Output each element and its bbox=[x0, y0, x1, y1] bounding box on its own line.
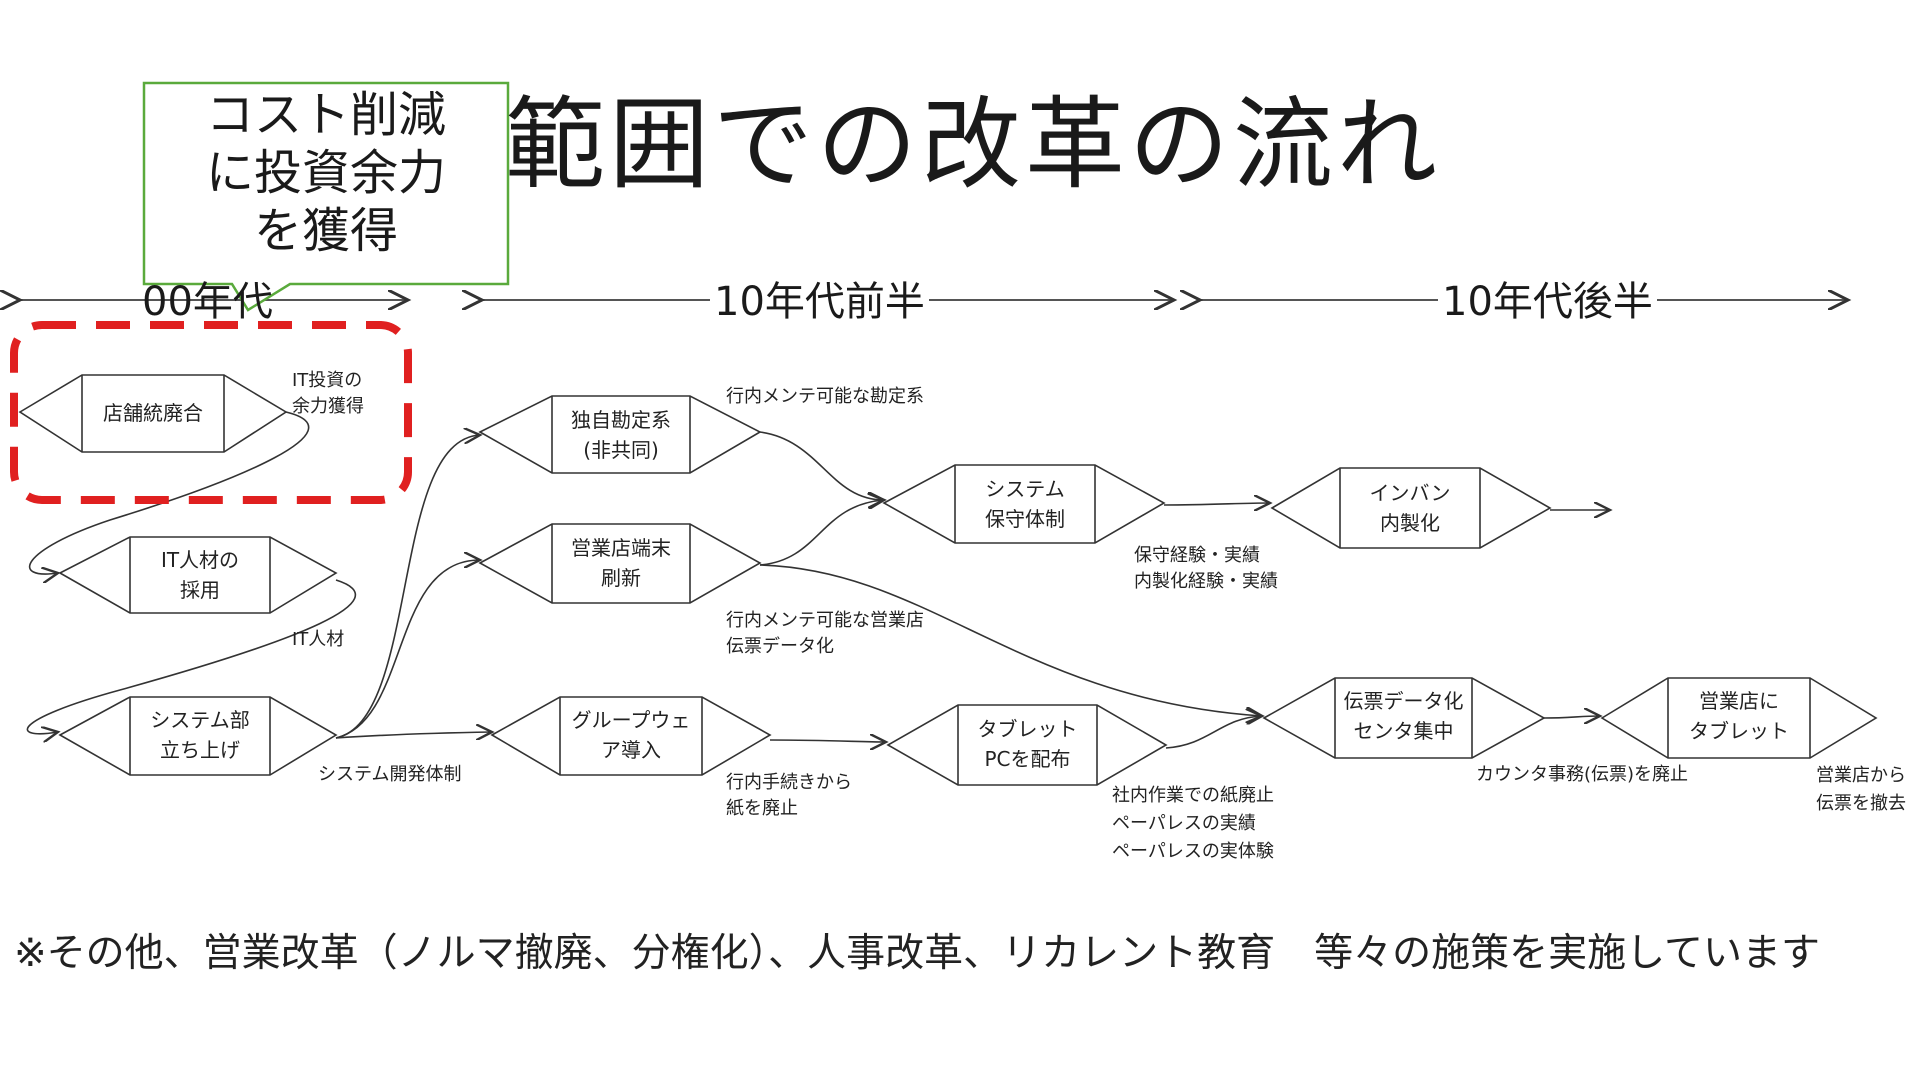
node-it-hr: IT人材の 採用 bbox=[130, 545, 270, 605]
node-label: グループウェ bbox=[571, 708, 691, 732]
node-terminal: 営業店端末 刷新 bbox=[552, 533, 690, 593]
node-label: 内製化 bbox=[1380, 511, 1440, 535]
edge-label-line: IT人材 bbox=[292, 629, 345, 650]
footnote: ※その他、営業改革（ノルマ撤廃、分権化）、人事改革、リカレント教育 等々の施策を… bbox=[14, 931, 1821, 976]
node-label: ア導入 bbox=[601, 738, 661, 762]
node-shapes bbox=[18, 374, 1878, 786]
edge-label-it-capacity: IT投資の 余力獲得 bbox=[292, 368, 364, 420]
node-label: 独自勘定系 bbox=[571, 408, 671, 432]
node-label: IT人材の bbox=[160, 548, 240, 572]
node-label: 店舗統廃合 bbox=[103, 401, 203, 425]
node-label: センタ集中 bbox=[1353, 719, 1454, 743]
node-tablet-store: 営業店に タブレット bbox=[1668, 686, 1810, 746]
node-label: 伝票データ化 bbox=[1343, 689, 1464, 713]
node-label: 営業店に bbox=[1699, 689, 1779, 713]
callout-text: コスト削減 に投資余力 を獲得 bbox=[146, 86, 506, 260]
edge-label-paper-abolish: 行内手続きから 紙を廃止 bbox=[726, 770, 852, 822]
edge-label-line: 伝票を撤去 bbox=[1816, 793, 1906, 814]
node-label: 採用 bbox=[180, 578, 220, 602]
node-label: 営業店端末 bbox=[571, 536, 671, 560]
edge-label-line: 行内メンテ可能な勘定系 bbox=[726, 386, 924, 407]
edge-label-line: 保守経験・実績 bbox=[1134, 545, 1260, 566]
node-label: 保守体制 bbox=[985, 507, 1065, 531]
node-label: タブレット bbox=[977, 717, 1078, 741]
edge-label-terminal-maint: 行内メンテ可能な営業店 伝票データ化 bbox=[726, 608, 924, 660]
node-label: 立ち上げ bbox=[160, 738, 240, 762]
edge-label-line: 余力獲得 bbox=[292, 396, 364, 417]
callout-line: を獲得 bbox=[253, 203, 398, 259]
edge-label-line: 行内手続きから bbox=[726, 772, 852, 793]
edge-label-line: 紙を廃止 bbox=[726, 798, 798, 819]
edge-label-paperless: 社内作業での紙廃止 ペーパレスの実績 ペーパレスの実体験 bbox=[1112, 782, 1274, 866]
edge-label-line: ペーパレスの実体験 bbox=[1112, 841, 1274, 862]
edge-label-dev-structure: システム開発体制 bbox=[318, 762, 461, 788]
slide-title: 範囲での改革の流れ bbox=[505, 86, 1441, 203]
node-core: 独自勘定系 (非共同) bbox=[552, 405, 690, 465]
edge-label-line: 内製化経験・実績 bbox=[1134, 571, 1278, 592]
node-sysdept: システム部 立ち上げ bbox=[130, 705, 270, 765]
node-label: インバン bbox=[1369, 481, 1451, 505]
node-label: (非共同) bbox=[583, 438, 659, 462]
edge-label-it-talent: IT人材 bbox=[292, 627, 344, 653]
callout-line: コスト削減 bbox=[205, 87, 446, 143]
flow-curves bbox=[26, 411, 1610, 748]
callout-line: に投資余力 bbox=[205, 145, 446, 201]
edge-label-maint-exp: 保守経験・実績 内製化経験・実績 bbox=[1134, 543, 1278, 595]
callout-bubble bbox=[142, 81, 510, 312]
node-tablet-pc: タブレット PCを配布 bbox=[958, 714, 1097, 774]
edge-label-line: システム開発体制 bbox=[318, 764, 462, 785]
edge-label-store-slip: 営業店から 伝票を撤去 bbox=[1816, 762, 1906, 818]
era-label: 00年代 bbox=[142, 279, 273, 325]
node-label: 刷新 bbox=[601, 566, 641, 590]
node-store: 店舗統廃合 bbox=[82, 398, 224, 428]
node-slip-center: 伝票データ化 センタ集中 bbox=[1335, 686, 1472, 746]
era-label: 10年代後半 bbox=[1438, 282, 1657, 322]
edge-label-line: ペーパレスの実績 bbox=[1112, 813, 1256, 834]
edge-label-line: 行内メンテ可能な営業店 bbox=[726, 610, 924, 631]
era-label: 10年代前半 bbox=[710, 282, 929, 322]
node-label: タブレット bbox=[1689, 719, 1789, 743]
node-label: PCを配布 bbox=[984, 747, 1071, 771]
node-label: システム部 bbox=[150, 708, 250, 732]
edge-label-line: 営業店から bbox=[1816, 765, 1906, 786]
highlight-box bbox=[10, 321, 412, 504]
edge-label-line: 伝票データ化 bbox=[726, 636, 834, 657]
node-inban: インバン 内製化 bbox=[1340, 478, 1480, 538]
edge-label-line: IT投資の bbox=[292, 370, 363, 391]
edge-label-line: 社内作業での紙廃止 bbox=[1112, 785, 1274, 806]
node-label: システム bbox=[985, 477, 1065, 501]
edge-label-counter: カウンタ事務(伝票)を廃止 bbox=[1476, 762, 1688, 788]
node-maint: システム 保守体制 bbox=[955, 474, 1095, 534]
node-groupware: グループウェ ア導入 bbox=[560, 705, 702, 765]
edge-label-line: カウンタ事務(伝票)を廃止 bbox=[1476, 764, 1689, 785]
edge-label-core-maint: 行内メンテ可能な勘定系 bbox=[726, 384, 924, 410]
